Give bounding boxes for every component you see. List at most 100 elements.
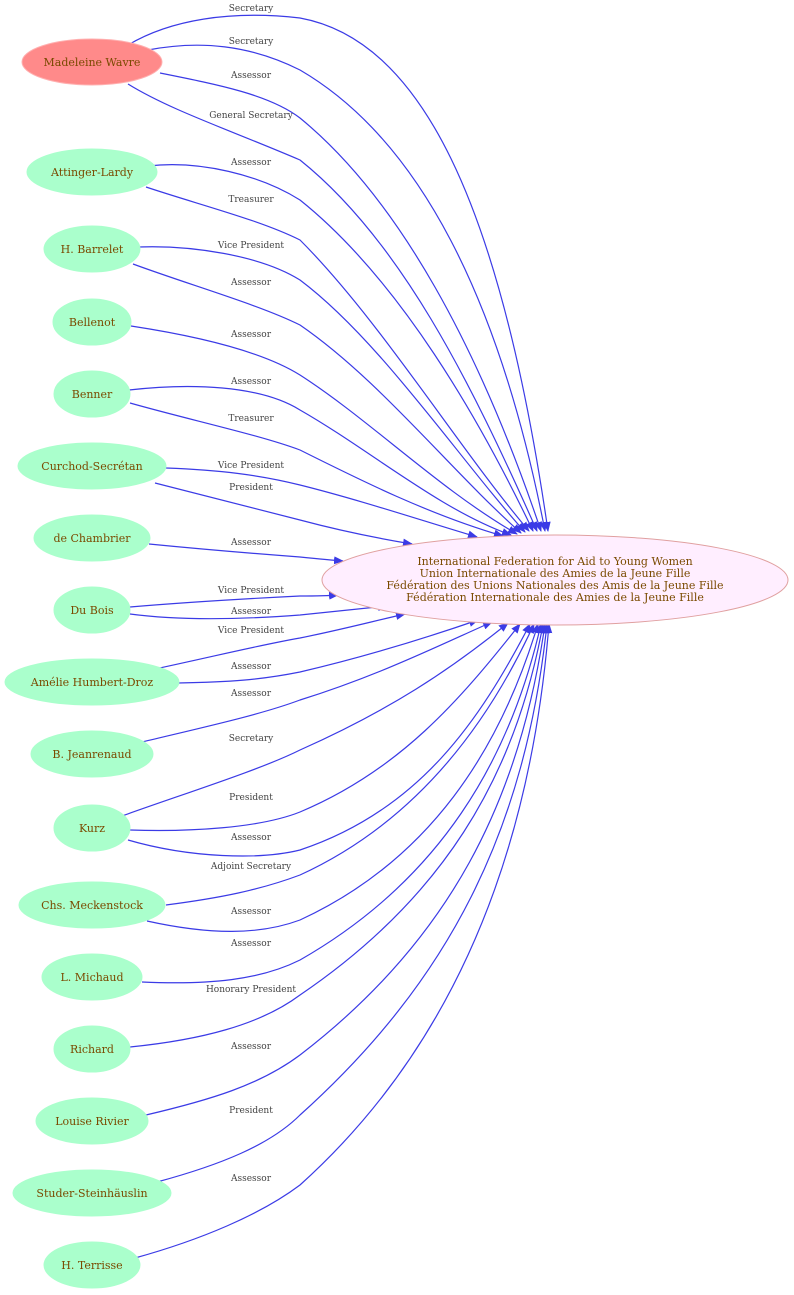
edge-label: Vice President [217, 626, 285, 636]
person-label: Du Bois [70, 604, 114, 617]
edge-label: Assessor [230, 689, 272, 699]
edge-wavre-1 [147, 44, 548, 532]
person-ellipse [33, 514, 151, 562]
person-label: Studer-Steinhäuslin [36, 1187, 147, 1200]
person-node-barrelet[interactable]: H. Barrelet [43, 225, 141, 273]
person-node-dubois[interactable]: Du Bois [53, 586, 131, 634]
edge-terrisse-28 [134, 623, 553, 1259]
person-node-kurz[interactable]: Kurz [53, 804, 131, 852]
organization-ellipse [321, 534, 789, 626]
edge-label: Assessor [230, 907, 272, 917]
person-node-studer[interactable]: Studer-Steinhäuslin [12, 1169, 172, 1217]
edge-humbert-16 [154, 612, 406, 670]
person-label: de Chambrier [53, 532, 131, 545]
person-label: Kurz [79, 822, 105, 835]
edge-label: President [229, 483, 273, 493]
person-label: Bellenot [69, 316, 116, 329]
edge-benner-10 [129, 402, 504, 538]
edge-dubois-15 [129, 603, 388, 620]
edge-barrelet-7 [132, 263, 522, 534]
edge-meckenstock-22 [165, 623, 535, 906]
person-label: Louise Rivier [55, 1115, 129, 1128]
organization-node[interactable]: International Federation for Aid to Youn… [321, 534, 789, 626]
person-ellipse [41, 953, 143, 1001]
edge-rivier-26 [145, 623, 548, 1116]
person-ellipse [43, 225, 141, 273]
person-label: Madeleine Wavre [44, 56, 141, 69]
edge-label: Assessor [230, 607, 272, 617]
person-label: Chs. Meckenstock [41, 899, 143, 912]
edge-kurz-19 [121, 622, 509, 817]
person-ellipse [35, 1097, 149, 1145]
person-node-bellenot[interactable]: Bellenot [52, 298, 132, 346]
edge-kurz-20 [129, 623, 521, 832]
edge-label: Assessor [230, 939, 272, 949]
edge-meckenstock-23 [146, 623, 540, 932]
edge-label: Assessor [230, 377, 272, 387]
edge-kurz-21 [127, 623, 531, 857]
edge-label: Honorary President [206, 985, 296, 995]
edge-label: Assessor [230, 1042, 272, 1052]
person-node-meckenstock[interactable]: Chs. Meckenstock [18, 881, 166, 929]
edge-label: Secretary [229, 734, 274, 744]
edge-label: Assessor [230, 71, 272, 81]
person-ellipse [43, 1241, 141, 1289]
edge-label: Assessor [230, 1174, 272, 1184]
edge-label: Assessor [230, 278, 272, 288]
edge-label: Assessor [230, 330, 272, 340]
person-label: L. Michaud [60, 971, 123, 984]
edge-benner-9 [128, 385, 512, 536]
person-node-terrisse[interactable]: H. Terrisse [43, 1241, 141, 1289]
edge-dubois-14 [129, 591, 339, 608]
person-node-humbert[interactable]: Amélie Humbert-Droz [4, 658, 180, 706]
person-ellipse [52, 298, 132, 346]
edge-michaud-24 [141, 623, 543, 984]
edge-label: Vice President [217, 241, 285, 251]
edge-attinger-5 [145, 186, 530, 532]
person-node-attinger[interactable]: Attinger-Lardy [26, 148, 158, 196]
person-node-rivier[interactable]: Louise Rivier [35, 1097, 149, 1145]
person-ellipse [12, 1169, 172, 1217]
edge-jeanrenaud-18 [141, 621, 493, 743]
person-node-richard[interactable]: Richard [53, 1025, 131, 1073]
person-node-chambrier[interactable]: de Chambrier [33, 514, 151, 562]
edge-curchod-11 [165, 467, 478, 539]
person-label: Benner [72, 388, 113, 401]
person-label: Richard [70, 1043, 114, 1056]
person-ellipse [53, 370, 131, 418]
edge-label: Assessor [230, 833, 272, 843]
person-node-benner[interactable]: Benner [53, 370, 131, 418]
edge-chambrier-13 [148, 543, 344, 565]
person-ellipse [53, 586, 131, 634]
edge-label: Vice President [217, 461, 285, 471]
organization-name-line: Fédération Internationale des Amies de l… [406, 591, 704, 604]
edge-richard-25 [129, 623, 546, 1048]
edge-label: General Secretary [209, 111, 293, 121]
edge-label: Treasurer [228, 195, 274, 205]
edge-wavre-3 [127, 83, 538, 532]
person-ellipse [17, 442, 167, 490]
organization-name-line: International Federation for Aid to Youn… [417, 555, 692, 568]
edge-label: President [229, 1106, 273, 1116]
edge-curchod-12 [154, 482, 413, 547]
person-node-wavre[interactable]: Madeleine Wavre [21, 38, 163, 86]
edge-label: Secretary [229, 4, 274, 14]
person-label: Curchod-Secrétan [41, 460, 142, 473]
person-label: H. Barrelet [61, 243, 124, 256]
person-label: B. Jeanrenaud [52, 748, 131, 761]
person-node-curchod[interactable]: Curchod-Secrétan [17, 442, 167, 490]
person-ellipse [30, 730, 154, 778]
organization-name-line: Fédération des Unions Nationales des Ami… [386, 579, 723, 592]
edge-bellenot-8 [130, 325, 518, 535]
edges-layer [121, 14, 553, 1259]
edge-label: Treasurer [228, 414, 274, 424]
person-node-michaud[interactable]: L. Michaud [41, 953, 143, 1001]
person-label: Attinger-Lardy [50, 166, 134, 179]
person-label: H. Terrisse [61, 1259, 122, 1272]
person-node-jeanrenaud[interactable]: B. Jeanrenaud [30, 730, 154, 778]
person-ellipse [21, 38, 163, 86]
edge-barrelet-6 [137, 246, 526, 533]
